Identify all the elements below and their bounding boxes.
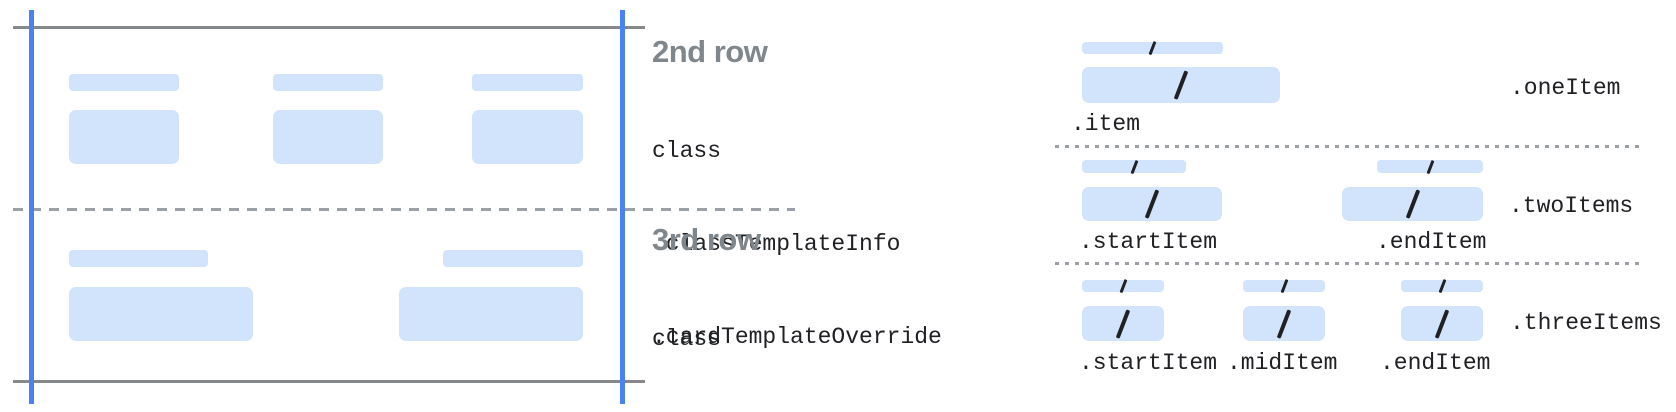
slash-icon — [1130, 159, 1138, 174]
slash-icon — [1426, 159, 1434, 174]
item-label-bar — [1082, 279, 1164, 293]
item-value-bar — [1401, 306, 1483, 341]
slash-icon — [1148, 41, 1157, 55]
slash-icon — [1280, 279, 1288, 293]
layout-divider-dotted — [1055, 262, 1640, 265]
field-value-bar — [472, 110, 583, 164]
code-line: .cardTemplateOverride — [652, 324, 942, 350]
item-name-label: .item — [1071, 111, 1141, 137]
item-label-bar — [1243, 279, 1325, 293]
layout-name-label: .twoItems — [1509, 193, 1634, 219]
item-label-bar — [1401, 279, 1483, 293]
item-name-label: .midItem — [1227, 350, 1338, 376]
item-value-bar — [1243, 306, 1325, 341]
field-label-bar — [472, 74, 583, 91]
item-label-bar — [1082, 41, 1223, 55]
card-bottom-line — [13, 380, 645, 383]
card-right-edge-line — [620, 10, 625, 404]
slash-icon — [1434, 308, 1450, 339]
item-name-label: .startItem — [1079, 350, 1218, 376]
field-label-bar — [69, 74, 179, 91]
field-value-bar — [69, 287, 253, 341]
row3-heading: 3rd row — [652, 222, 761, 257]
item-value-bar — [1082, 306, 1164, 341]
field-label-bar — [273, 74, 383, 91]
item-label-bar — [1082, 159, 1186, 174]
layout-name-label: .threeItems — [1510, 310, 1662, 336]
slash-icon — [1115, 308, 1131, 339]
item-label-bar — [1377, 159, 1483, 174]
field-label-bar — [69, 250, 208, 267]
slash-icon — [1173, 70, 1189, 100]
slash-icon — [1438, 279, 1446, 293]
code-line: class — [652, 138, 722, 164]
item-name-label: .startItem — [1079, 229, 1218, 255]
row3-code-block: class .classTemplateInfo .cardTemplateOv… — [652, 262, 983, 412]
layout-name-label: .oneItem — [1510, 75, 1621, 101]
card-top-line — [13, 26, 645, 29]
slash-icon — [1144, 189, 1160, 219]
field-value-bar — [399, 287, 583, 341]
row2-code-block: class .classTemplateInfo .cardTemplateOv… — [652, 74, 983, 412]
item-value-bar — [1082, 187, 1222, 221]
field-value-bar — [273, 110, 383, 164]
row2-heading: 2nd row — [652, 34, 768, 69]
slash-icon — [1119, 279, 1127, 293]
slash-icon — [1276, 308, 1292, 339]
item-value-bar — [1082, 67, 1280, 103]
slash-icon — [1405, 189, 1420, 219]
item-name-label: .endItem — [1380, 350, 1491, 376]
card-row-divider-dashed — [13, 208, 795, 211]
code-line: class — [652, 326, 722, 352]
layout-divider-dotted — [1055, 145, 1640, 148]
card-left-edge-line — [29, 10, 34, 404]
field-value-bar — [69, 110, 179, 164]
code-line: .classTemplateInfo — [652, 231, 901, 257]
item-value-bar — [1342, 187, 1483, 221]
item-name-label: .endItem — [1376, 229, 1487, 255]
field-label-bar — [443, 250, 583, 267]
